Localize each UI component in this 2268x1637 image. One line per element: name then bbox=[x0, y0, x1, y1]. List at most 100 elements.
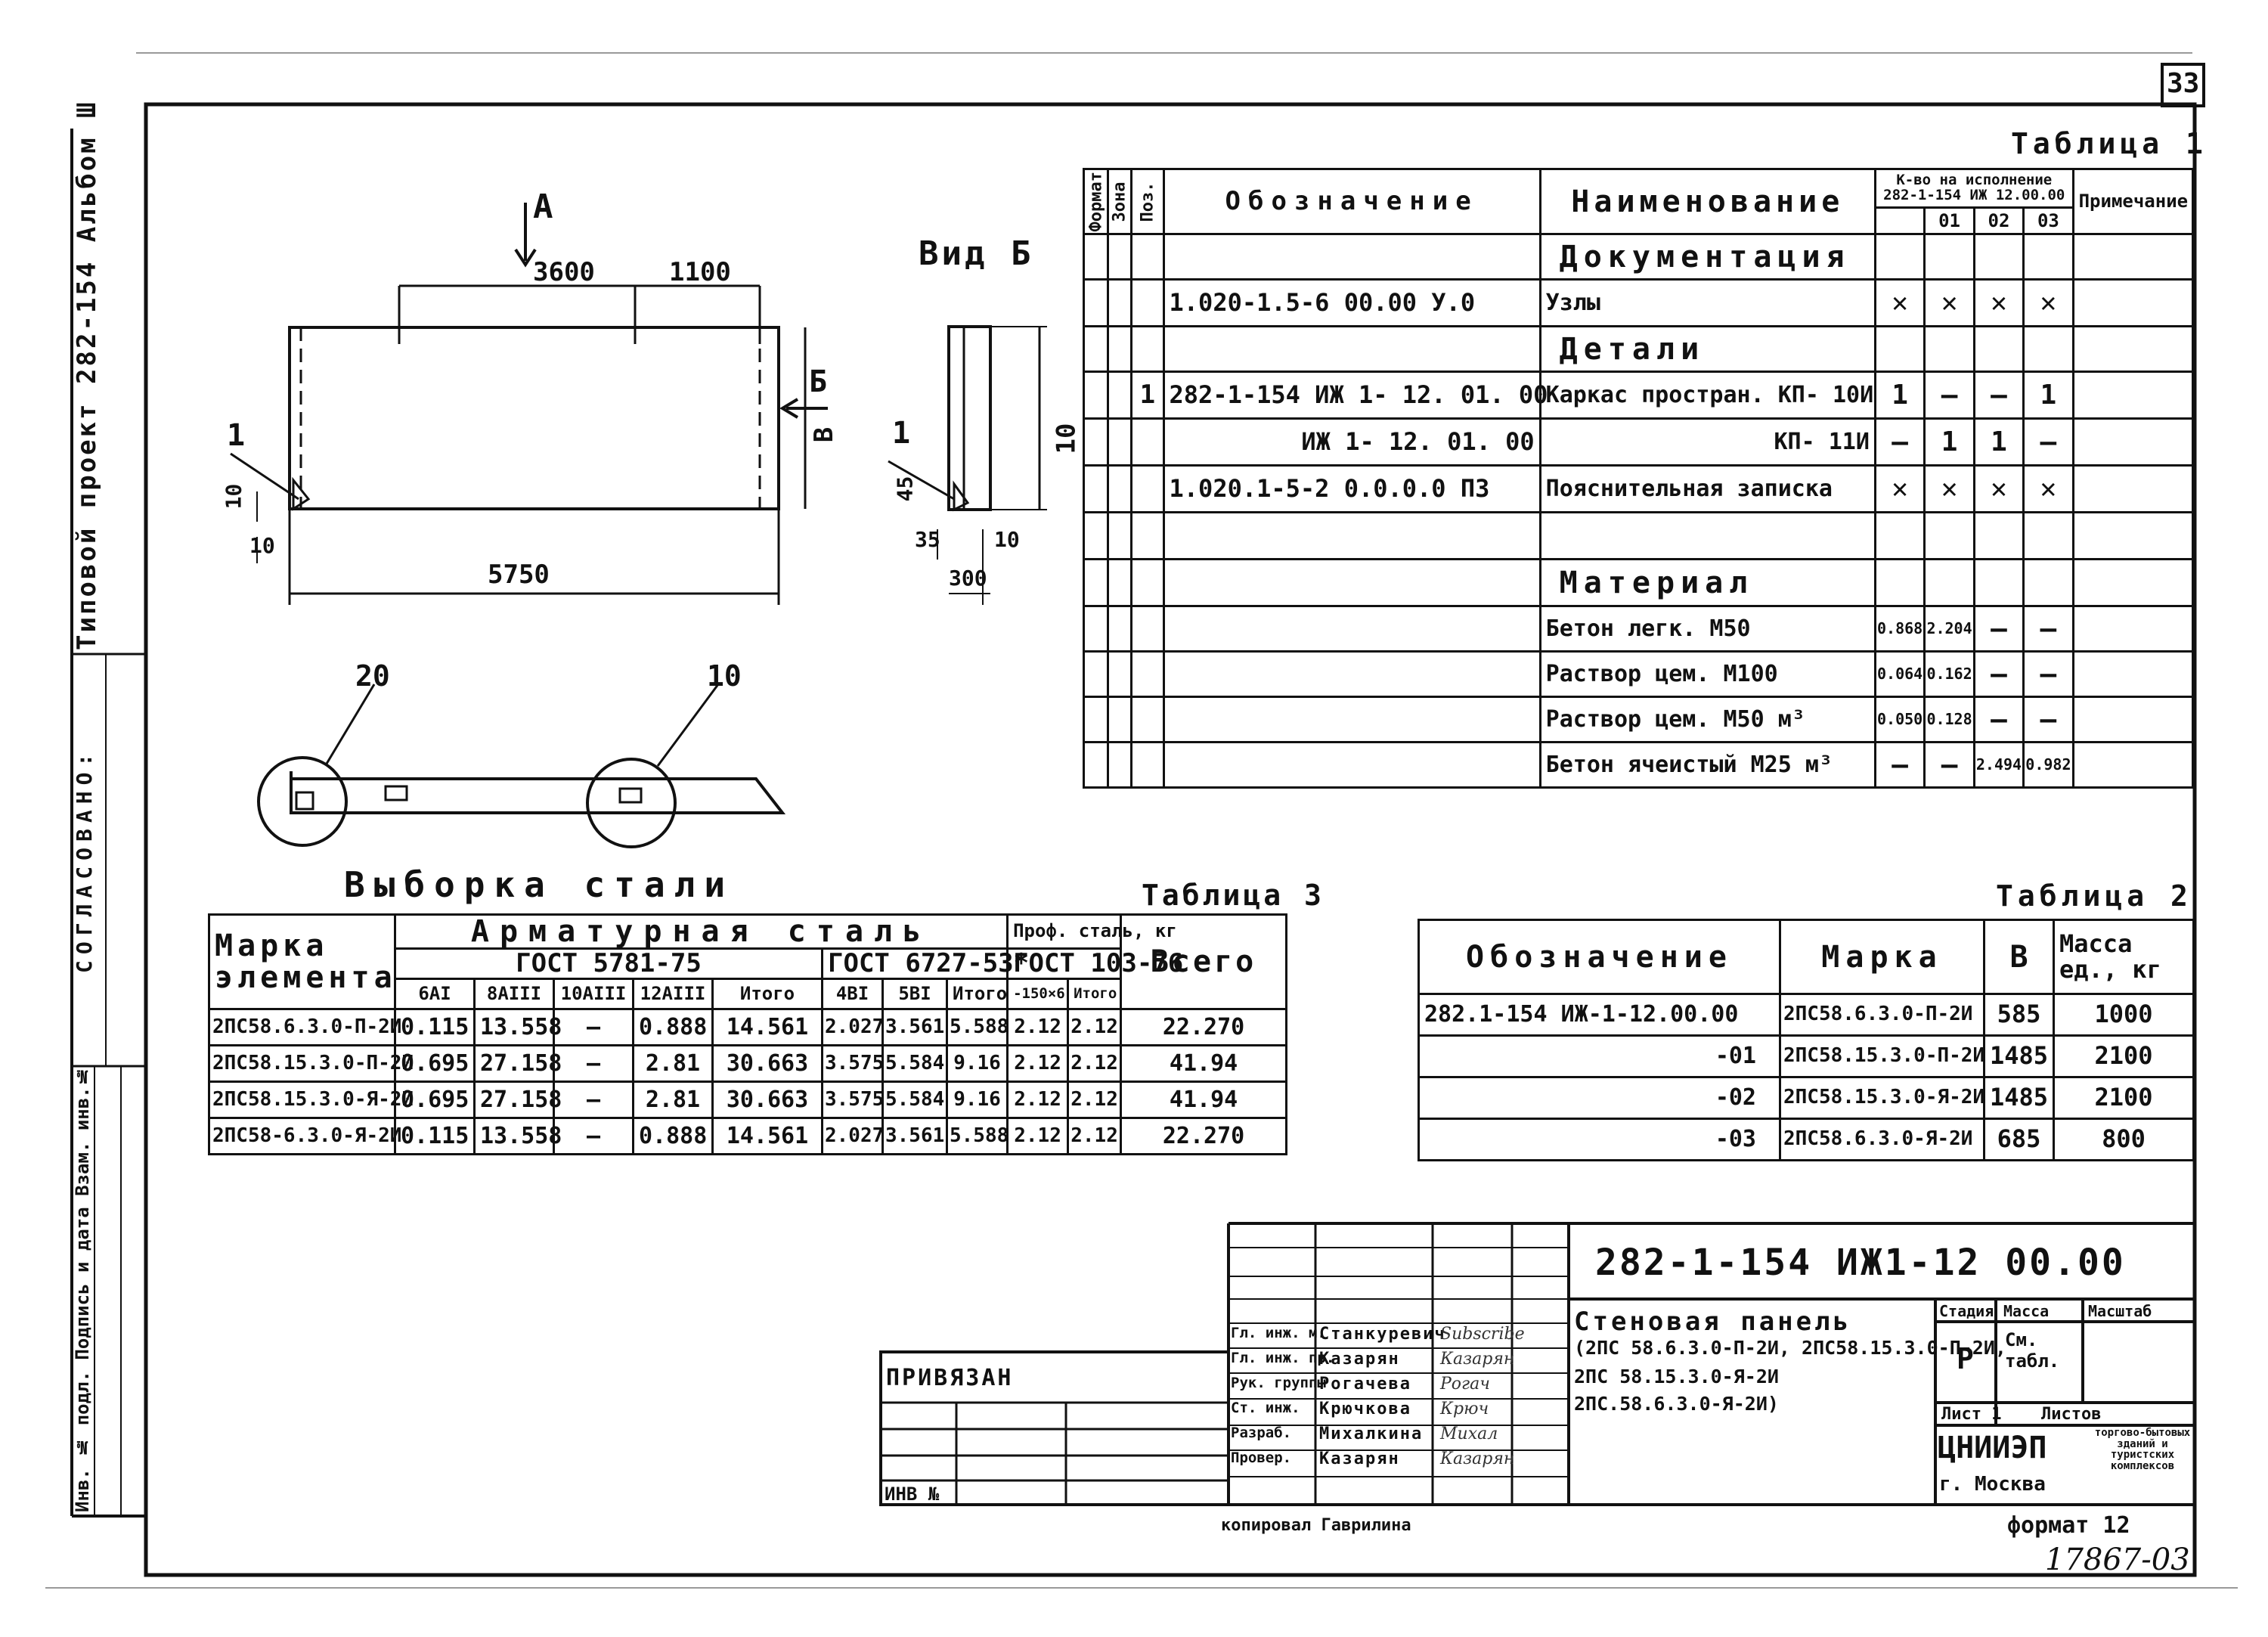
qty-cell: 1 bbox=[1923, 417, 1975, 467]
signer-role: Ст. инж. bbox=[1231, 1400, 1300, 1416]
copied-by: копировал Гаврилина bbox=[1221, 1516, 1411, 1535]
value-cell: 22.270 bbox=[1120, 1008, 1288, 1046]
pos-cell bbox=[1130, 650, 1165, 699]
designation-cell bbox=[1162, 605, 1541, 653]
format-cell bbox=[1083, 605, 1109, 653]
qty-cell: 1 bbox=[1972, 417, 2025, 467]
org-sub: торгово-бытовых зданий и туристских комп… bbox=[2094, 1427, 2191, 1473]
value-cell: 14.561 bbox=[711, 1008, 823, 1046]
qty-cell: — bbox=[1972, 696, 2025, 744]
signer-name: Казарян bbox=[1319, 1350, 1400, 1369]
pos-cell bbox=[1130, 605, 1165, 653]
value-cell: 13.558 bbox=[473, 1117, 562, 1155]
scale-header: Масштаб bbox=[2088, 1302, 2152, 1320]
note-cell bbox=[2071, 325, 2195, 374]
format-cell bbox=[1083, 741, 1109, 789]
value-cell: 27.158 bbox=[473, 1044, 562, 1083]
name-cell: Каркас простран. КП- 10И bbox=[1538, 370, 1876, 420]
value-cell: 41.94 bbox=[1120, 1044, 1288, 1083]
qty-cell: 0.050 bbox=[1873, 696, 1926, 744]
qty-cell bbox=[1873, 558, 1926, 608]
doc-code: 282-1-154 ИЖ1-12 00.00 bbox=[1595, 1242, 2126, 1284]
table1-h-q03: 03 bbox=[2022, 206, 2074, 236]
signer-name: Крючкова bbox=[1319, 1400, 1411, 1418]
org-name: ЦНИИЭП bbox=[1938, 1431, 2047, 1465]
designation-cell bbox=[1162, 558, 1541, 608]
signer-name: Рогачева bbox=[1319, 1375, 1411, 1394]
qty-cell: — bbox=[1972, 650, 2025, 699]
value-cell: — bbox=[553, 1008, 634, 1046]
dim-300: 300 bbox=[949, 566, 987, 591]
b-cell: 1485 bbox=[1983, 1034, 2055, 1078]
designation-cell bbox=[1162, 325, 1541, 374]
designation-cell: ИЖ 1- 12. 01. 00 bbox=[1162, 417, 1541, 467]
doc-name-l2: (2ПС 58.6.3.0-П-2И, 2ПС58.15.3.0-П-2И, bbox=[1574, 1337, 2006, 1359]
value-cell: 5.584 bbox=[881, 1080, 948, 1119]
designation-cell bbox=[1162, 233, 1541, 281]
table3-h-c5: Итого bbox=[711, 978, 823, 1010]
value-cell: 2.12 bbox=[1006, 1080, 1070, 1119]
designation-cell: -01 bbox=[1418, 1034, 1781, 1078]
note-cell bbox=[2071, 650, 2195, 699]
value-cell: 5.584 bbox=[881, 1044, 948, 1083]
pos-cell bbox=[1130, 696, 1165, 744]
designation-cell bbox=[1162, 650, 1541, 699]
table2: Обозначение Марка В Масса ед., кг 282.1-… bbox=[1418, 919, 2195, 1161]
value-cell: 3.561 bbox=[881, 1008, 948, 1046]
qty-cell: ✕ bbox=[2022, 278, 2074, 328]
mark-cell: 2ПС58-6.3.0-Я-2И bbox=[208, 1117, 401, 1155]
zone-cell bbox=[1106, 417, 1133, 467]
table1-h-note: Примечание bbox=[2071, 167, 2195, 236]
note-cell bbox=[2071, 605, 2195, 653]
format-cell bbox=[1083, 696, 1109, 744]
signature: Казарян bbox=[1440, 1449, 1515, 1468]
table1-h-q02: 02 bbox=[1972, 206, 2025, 236]
table3-h-c6: 4ВI bbox=[821, 978, 884, 1010]
value-cell: — bbox=[553, 1117, 634, 1155]
note-cell bbox=[2071, 511, 2195, 561]
pos-cell bbox=[1130, 325, 1165, 374]
qty-cell: ✕ bbox=[1873, 278, 1926, 328]
mass-cell: 800 bbox=[2053, 1118, 2195, 1161]
table2-h-mark: Марка bbox=[1779, 919, 1985, 995]
table3: Марка элемента Арматурная сталь Проф. ст… bbox=[208, 913, 1288, 1155]
value-cell: 2.81 bbox=[632, 1044, 714, 1083]
qty-cell: — bbox=[1972, 370, 2025, 420]
designation-cell: 282-1-154 ИЖ 1- 12. 01. 00 bbox=[1162, 370, 1548, 420]
value-cell: 41.94 bbox=[1120, 1080, 1288, 1119]
zone-cell bbox=[1106, 278, 1133, 328]
qty-cell: ✕ bbox=[1923, 278, 1975, 328]
value-cell: 0.888 bbox=[632, 1117, 714, 1155]
table1: Формат Зона Поз. Обозначение Наименовани… bbox=[1083, 167, 2195, 789]
note-cell bbox=[2071, 278, 2195, 328]
qty-cell: 2.204 bbox=[1923, 605, 1975, 653]
name-cell: Бетон ячеистый М25 м³ bbox=[1538, 741, 1876, 789]
table3-title: Таблица 3 bbox=[1142, 879, 1325, 912]
qty-cell: — bbox=[2022, 650, 2074, 699]
qty-cell: 1 bbox=[2022, 370, 2074, 420]
table1-h-designation: Обозначение bbox=[1162, 167, 1541, 236]
table1-h-q01: 01 bbox=[1923, 206, 1975, 236]
signer-name: Казарян bbox=[1319, 1449, 1400, 1468]
format-cell bbox=[1083, 464, 1109, 514]
table1-h-qty: К-во на исполнение 282-1-154 ИЖ 12.00.00 bbox=[1873, 168, 2074, 209]
value-cell: 2.027 bbox=[821, 1117, 884, 1155]
value-cell: 0.115 bbox=[394, 1117, 476, 1155]
table2-h-b: В bbox=[1983, 919, 2055, 995]
pos-cell bbox=[1130, 741, 1165, 789]
qty-cell bbox=[1923, 233, 1975, 281]
mass-value: См. табл. bbox=[2005, 1329, 2060, 1372]
table3-h-c7: 5ВI bbox=[881, 978, 948, 1010]
archive-number: 17867-03 bbox=[2045, 1542, 2190, 1577]
note-cell bbox=[2071, 370, 2195, 420]
signer-role: Гл. инж. м. bbox=[1231, 1325, 1326, 1341]
pos-cell bbox=[1130, 558, 1165, 608]
